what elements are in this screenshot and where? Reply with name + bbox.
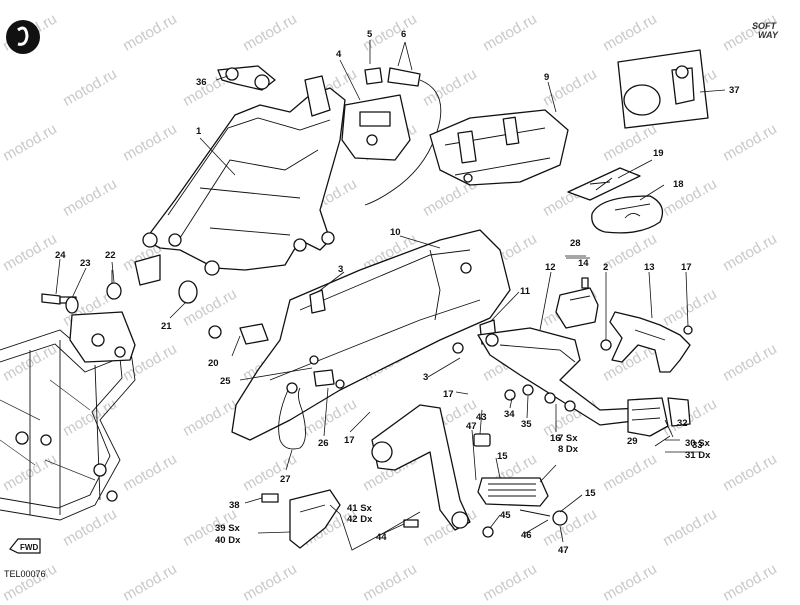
- callout-41: 41 Sx: [347, 503, 373, 514]
- callout-6: 6: [401, 29, 406, 40]
- callout-16: 16: [550, 433, 561, 444]
- fwd-label: FWD: [20, 543, 38, 552]
- callout-47: 47: [558, 545, 569, 556]
- brand-line-1: SOFT: [752, 21, 776, 31]
- reference-code: TEL00076: [4, 569, 46, 579]
- forward-direction-arrow-icon: FWD: [8, 535, 42, 562]
- callout-17: 17: [344, 435, 355, 446]
- callout-1: 1: [196, 126, 202, 137]
- callout-8: 8 Dx: [558, 444, 579, 455]
- brand-logo: SOFT WAY: [752, 22, 778, 40]
- callout-43: 43: [476, 412, 487, 423]
- callout-25: 25: [220, 376, 231, 387]
- callout-18: 18: [673, 179, 684, 190]
- callout-20: 20: [208, 358, 219, 369]
- callout-37: 37: [729, 85, 740, 96]
- part-5-6-connectors: [364, 67, 442, 206]
- callout-13: 13: [644, 262, 655, 273]
- part-43-bolt: [473, 433, 491, 447]
- callout-21: 21: [161, 321, 172, 332]
- callout-36: 36: [196, 77, 207, 88]
- part-22-nut: [106, 270, 122, 300]
- callout-3: 3: [338, 264, 343, 275]
- part-15-footpeg: [477, 477, 549, 507]
- callout-33: 33: [692, 440, 703, 451]
- part-19-pad: [567, 167, 641, 201]
- callout-31: 31 Dx: [685, 450, 711, 461]
- part-14-connector: [555, 277, 599, 329]
- callout-34: 34: [504, 409, 515, 420]
- callout-14: 14: [578, 258, 589, 269]
- callout-19: 19: [653, 148, 664, 159]
- callout-22: 22: [105, 250, 116, 261]
- footrest-hanger: [371, 404, 471, 531]
- callout-45: 45: [500, 510, 511, 521]
- part-39-40-heel-guard: [289, 489, 341, 549]
- callout-labels: 1 2 3 3 4 5 6 7 Sx 8 Dx 9 10 11 12 13 14…: [55, 29, 740, 556]
- manufacturer-logo-icon: [6, 20, 40, 54]
- part-18-tool-bag: [591, 195, 664, 234]
- callout-32: 32: [677, 418, 688, 429]
- callout-35: 35: [521, 419, 532, 430]
- callout-40: 40 Dx: [215, 535, 241, 546]
- callout-23: 23: [80, 258, 91, 269]
- callout-30: 30 Sx: [685, 438, 711, 449]
- part-27-cable: [278, 382, 306, 450]
- callout-24: 24: [55, 250, 66, 261]
- part-1-rear-subframe: [134, 75, 346, 286]
- callout-9: 9: [544, 72, 549, 83]
- part-37-lock-box: [617, 49, 709, 129]
- callout-17: 17: [681, 262, 692, 273]
- part-12-rear-bracket: [477, 327, 643, 426]
- callout-7: 7 Sx: [558, 433, 578, 444]
- group-brackets: [565, 255, 680, 447]
- callout-38: 38: [229, 500, 240, 511]
- part-20-spacer: [208, 323, 269, 345]
- small-bolts: [452, 325, 693, 412]
- callout-46: 46: [521, 530, 532, 541]
- callout-15: 15: [497, 451, 508, 462]
- part-38-bolt: [261, 493, 279, 503]
- part-32-bar-end: [627, 397, 691, 437]
- callout-39: 39 Sx: [215, 523, 241, 534]
- callout-26: 26: [318, 438, 329, 449]
- callout-44: 44: [376, 532, 387, 543]
- part-13-grab-handle: [609, 311, 691, 373]
- callout-27: 27: [280, 474, 291, 485]
- part-44-screw: [403, 519, 419, 528]
- callout-5: 5: [367, 29, 373, 40]
- part-9-battery-box: [429, 109, 569, 186]
- callout-29: 29: [627, 436, 638, 447]
- callout-42: 42 Dx: [347, 514, 373, 525]
- callout-10: 10: [390, 227, 401, 238]
- part-10-undertray: [231, 229, 511, 441]
- part-25-26-connector: [309, 355, 345, 389]
- callout-11: 11: [520, 286, 531, 297]
- part-23-washer: [65, 296, 79, 314]
- callout-3: 3: [423, 372, 428, 383]
- part-21-bushing: [178, 280, 198, 304]
- callout-4: 4: [336, 49, 342, 60]
- brand-line-2: WAY: [758, 30, 778, 40]
- leader-lines: [55, 40, 726, 551]
- callout-15: 15: [585, 488, 596, 499]
- callout-2: 2: [603, 262, 608, 273]
- part-45-46-spring-pin: [482, 509, 568, 538]
- main-frame-outline: [0, 311, 136, 521]
- callout-28: 28: [570, 238, 581, 249]
- part-36-clamp: [217, 65, 276, 91]
- callout-17: 17: [443, 389, 454, 400]
- part-2-grommet: [600, 339, 612, 351]
- callout-47: 47: [466, 421, 477, 432]
- part-4-bracket: [341, 94, 411, 161]
- callout-12: 12: [545, 262, 556, 273]
